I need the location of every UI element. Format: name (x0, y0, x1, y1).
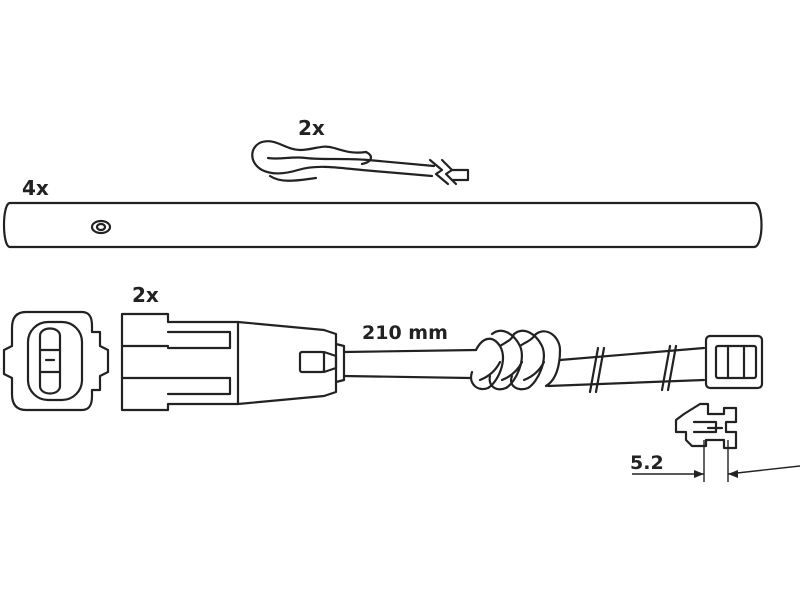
sensor-plug (704, 334, 764, 390)
connector-face (2, 310, 110, 412)
dimension-label: 5.2 (630, 452, 664, 474)
clip-detail (632, 402, 800, 482)
sensor-cable (342, 329, 706, 394)
clip-quantity-label: 2x (298, 116, 325, 140)
connector-body (120, 312, 346, 412)
spring-clip (251, 140, 470, 186)
pin-rod (2, 201, 763, 249)
pin-quantity-label: 4x (22, 176, 49, 200)
sensor-quantity-label: 2x (132, 283, 159, 307)
cable-length-label: 210 mm (362, 322, 448, 344)
